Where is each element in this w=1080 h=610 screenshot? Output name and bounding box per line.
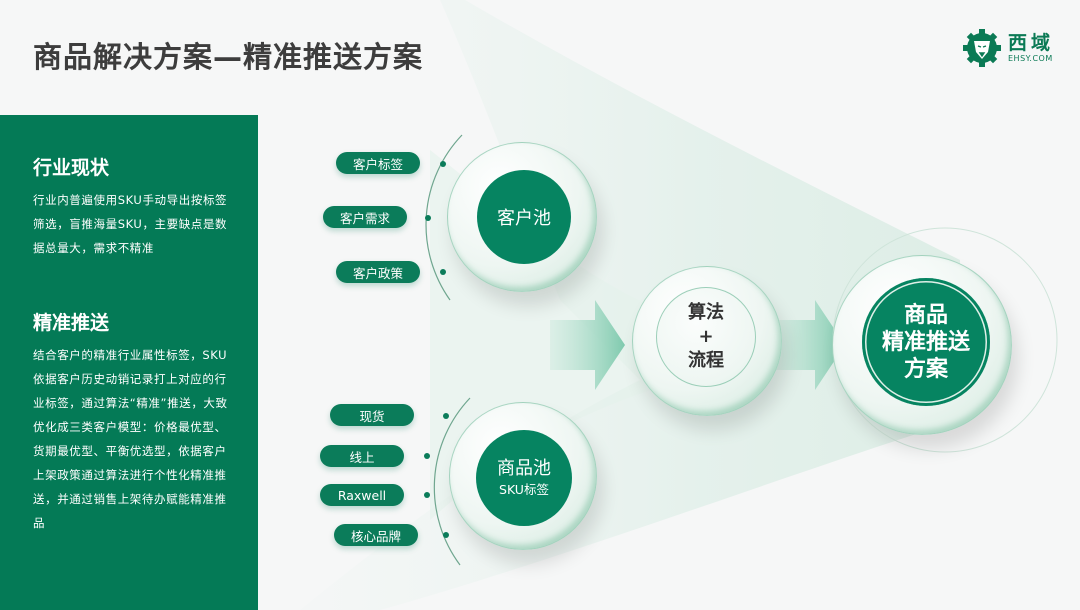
- result-line3: 方案: [903, 356, 948, 382]
- page-title: 商品解决方案—精准推送方案: [33, 40, 424, 74]
- section-title: 行业现状: [33, 157, 110, 179]
- logo-name-cn: 西域: [1008, 32, 1055, 54]
- connector-dot: [424, 453, 430, 459]
- tag-customer-policy: 客户政策: [336, 261, 420, 283]
- result-line1: 商品: [903, 302, 948, 328]
- brand-logo: 西域 EHSY.COM: [962, 28, 1054, 68]
- customer-pool-core: 客户池: [477, 170, 571, 264]
- tag-core-brand: 核心品牌: [334, 524, 418, 546]
- customer-pool-label: 客户池: [497, 208, 551, 229]
- connector-dot: [440, 161, 446, 167]
- tag-online: 线上: [320, 445, 404, 467]
- logo-name-en: EHSY.COM: [1008, 54, 1053, 63]
- section-body: 行业内普遍使用SKU手动导出按标签筛选，盲推海量SKU，主要缺点是数据总量大，需…: [33, 193, 228, 255]
- product-pool-core: 商品池 SKU标签: [476, 430, 572, 526]
- process-line3: 流程: [688, 350, 724, 371]
- product-pool-sublabel: SKU标签: [499, 482, 549, 497]
- process-core: 算法 + 流程: [656, 287, 756, 387]
- connector-dot: [424, 492, 430, 498]
- industry-status-section: 行业现状 行业内普遍使用SKU手动导出按标签筛选，盲推海量SKU，主要缺点是数据…: [33, 153, 258, 260]
- tag-raxwell: Raxwell: [320, 484, 404, 506]
- tag-customer-demand: 客户需求: [323, 206, 407, 228]
- arrow-icon: [775, 300, 845, 390]
- lion-gear-icon: [963, 29, 1001, 67]
- precise-push-section: 精准推送 结合客户的精准行业属性标签，SKU依据客户历史动销记录打上对应的行业标…: [33, 308, 258, 535]
- process-line1: 算法: [688, 302, 724, 323]
- arrow-icon: [550, 300, 625, 390]
- tag-customer-label: 客户标签: [336, 152, 420, 174]
- process-line2: +: [698, 326, 714, 347]
- result-line2: 精准推送: [881, 329, 970, 355]
- section-title: 精准推送: [33, 312, 110, 334]
- tag-in-stock: 现货: [330, 404, 414, 426]
- connector-dot: [440, 269, 446, 275]
- connector-dot: [425, 215, 431, 221]
- connector-dot: [443, 413, 449, 419]
- section-body: 结合客户的精准行业属性标签，SKU依据客户历史动销记录打上对应的行业标签，通过算…: [33, 348, 228, 530]
- product-pool-label: 商品池: [497, 458, 551, 479]
- connector-dot: [443, 532, 449, 538]
- left-info-panel: 行业现状 行业内普遍使用SKU手动导出按标签筛选，盲推海量SKU，主要缺点是数据…: [0, 115, 258, 610]
- result-core: 商品 精准推送 方案: [862, 278, 990, 406]
